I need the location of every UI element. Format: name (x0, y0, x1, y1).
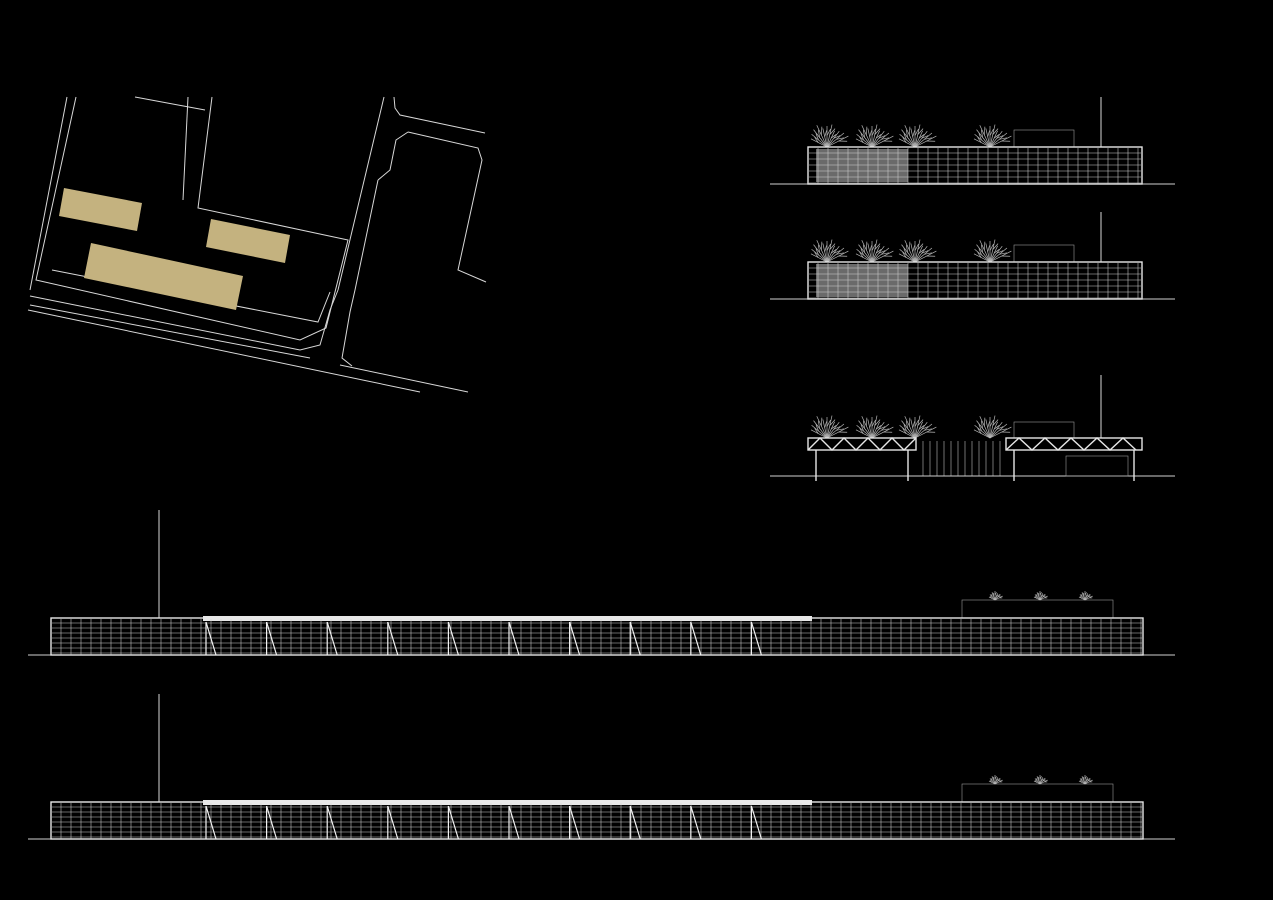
site-block-east-b (407, 131, 487, 283)
end-elevation-2-slats (809, 263, 1141, 299)
long-elevation-1-rooftop-box (961, 599, 1114, 619)
long-elevation-2-slats (52, 803, 1142, 839)
site-road-top (134, 96, 206, 111)
site-boundary-inner (29, 96, 68, 291)
cross-section-right-truss (1005, 437, 1143, 481)
site-building-3 (84, 243, 243, 310)
end-elevation-1 (770, 97, 1175, 185)
site-plan-roads (27, 96, 487, 393)
cross-section-interior-box (1065, 455, 1129, 477)
long-elevation-1-slats (52, 619, 1142, 655)
cross-section-left-truss (807, 437, 917, 481)
end-elevation-1-rooftop-box (1013, 129, 1075, 148)
long-elevation-1-roof-plants (988, 591, 1093, 601)
site-building-2 (206, 219, 290, 263)
site-block-east (377, 131, 409, 181)
site-main-road-b (339, 364, 469, 393)
end-elevation-2-panel (816, 264, 908, 297)
end-elevation-1-trees (810, 124, 1012, 148)
long-elevation-1-braces (205, 621, 762, 656)
end-elevation-2-frame (807, 261, 1143, 300)
site-street-right (393, 96, 486, 134)
cross-section (770, 375, 1175, 481)
site-inner-road (182, 96, 189, 201)
end-elevation-2 (770, 212, 1175, 300)
long-elevation-1 (28, 510, 1175, 656)
site-boundary-left (35, 96, 349, 341)
site-street-left (337, 96, 385, 291)
cross-section-middle-screen (922, 441, 1001, 476)
long-elevation-1-canopy (203, 616, 812, 621)
end-elevation-1-slats (809, 148, 1141, 184)
long-elevation-2-roof-plants (988, 775, 1093, 785)
cross-section-rooftop-box (1013, 421, 1075, 439)
long-elevation-2 (28, 694, 1175, 840)
site-building-1 (59, 188, 142, 231)
site-plan (27, 96, 487, 393)
end-elevation-1-panel (816, 149, 908, 182)
cross-section-trees (810, 415, 1012, 439)
end-elevation-2-trees (810, 239, 1012, 263)
site-road-edge-b (29, 304, 311, 359)
end-elevation-2-rooftop-box (1013, 244, 1075, 263)
long-elevation-2-canopy (203, 800, 812, 805)
end-elevation-1-frame (807, 146, 1143, 185)
long-elevation-2-braces (205, 805, 762, 840)
site-plan-buildings (59, 188, 290, 310)
site-main-road-a (27, 309, 421, 393)
long-elevation-2-rooftop-box (961, 783, 1114, 803)
site-street-mid (341, 179, 379, 367)
site-road-edge-a (29, 289, 339, 351)
